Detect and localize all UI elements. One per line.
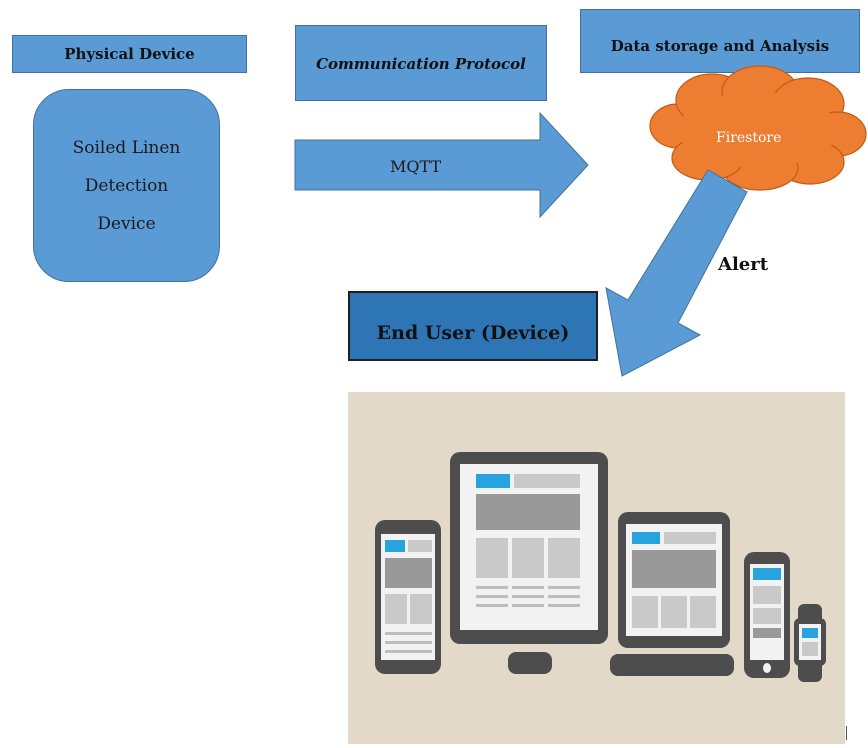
device-label-line-3: Device	[97, 213, 156, 234]
data-storage-header-label: Data storage and Analysis	[610, 37, 830, 55]
communication-protocol-header-label: Communication Protocol	[316, 55, 526, 73]
data-storage-header: Data storage and Analysis	[580, 9, 860, 73]
device-label-line-1: Soiled Linen	[72, 137, 181, 158]
end-user-label: End User (Device)	[376, 322, 570, 344]
mqtt-arrow	[294, 111, 589, 219]
soiled-linen-device-box: Soiled Linen Detection Device	[33, 89, 220, 282]
smartphone-icon	[744, 552, 790, 678]
firestore-label: Firestore	[716, 130, 782, 146]
smartwatch-icon	[794, 604, 826, 682]
device-label-line-2: Detection	[84, 175, 169, 196]
devices-illustration-svg	[375, 452, 826, 682]
monitor-icon	[450, 452, 608, 674]
phone-icon	[375, 520, 441, 674]
alert-label: Alert	[718, 254, 769, 275]
tablet-icon	[610, 512, 734, 676]
end-user-box: End User (Device)	[348, 291, 598, 361]
communication-protocol-header: Communication Protocol	[295, 25, 547, 101]
devices-illustration	[348, 392, 845, 744]
physical-device-header: Physical Device	[12, 35, 247, 73]
text-cursor-mark	[846, 726, 847, 740]
alert-arrow	[605, 169, 748, 377]
physical-device-header-label: Physical Device	[64, 45, 195, 63]
firestore-cloud	[649, 65, 867, 191]
mqtt-label: MQTT	[390, 157, 442, 176]
